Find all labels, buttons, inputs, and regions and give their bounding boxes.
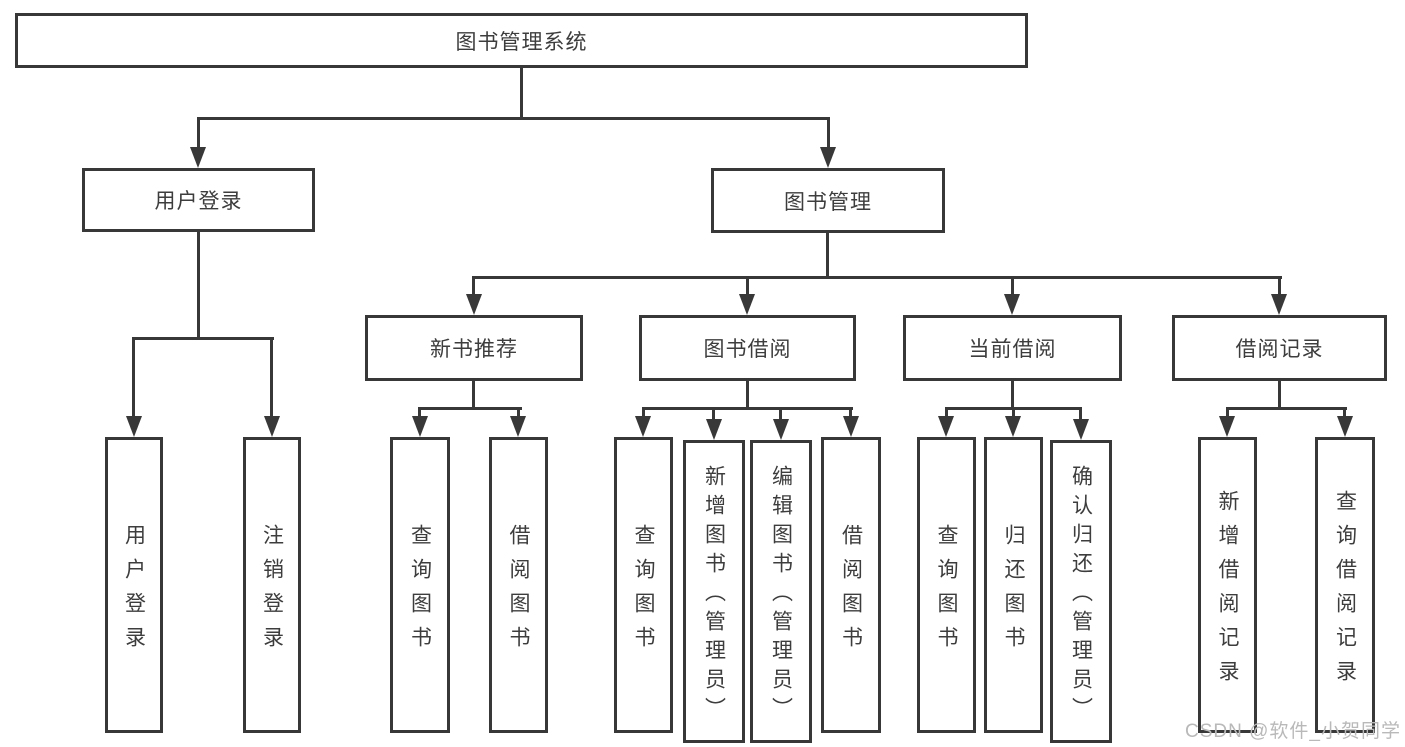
- leaf-logout: 注销登录: [243, 437, 301, 733]
- arrowhead-leaf-logout: [264, 416, 280, 437]
- node-user-login-label: 用户登录: [154, 190, 243, 213]
- connector-borrowing-split: [642, 407, 853, 410]
- leaf-query-book-recommend-label: 查询图书: [408, 523, 432, 660]
- arrowhead-add-record: [1219, 416, 1235, 437]
- leaf-edit-book-admin: 编辑图书（管理员）: [750, 440, 812, 743]
- arrowhead-add-book: [706, 419, 722, 440]
- leaf-query-book-borrowing-label: 查询图书: [632, 523, 655, 660]
- connector-drop-current-borrow: [1011, 276, 1014, 297]
- leaf-edit-book-admin-label: 编辑图书（管理员）: [769, 465, 793, 726]
- leaf-user-login-label: 用户登录: [122, 523, 146, 660]
- connector-drop-leaf-user-login: [132, 337, 135, 418]
- connector-drop-book-borrow: [746, 276, 749, 297]
- node-new-book-recommend-label: 新书推荐: [430, 338, 518, 361]
- leaf-borrow-book-recommend-label: 借阅图书: [507, 523, 530, 660]
- arrowhead-leaf-user-login: [126, 416, 142, 437]
- connector-record-split: [1226, 407, 1347, 410]
- arrowhead-edit-book: [773, 419, 789, 440]
- leaf-confirm-return-admin: 确认归还（管理员）: [1050, 440, 1112, 743]
- node-current-borrowing-label: 当前借阅: [968, 338, 1057, 361]
- connector-userlogin-split: [132, 337, 274, 340]
- leaf-logout-label: 注销登录: [260, 523, 284, 660]
- connector-drop-edit-book: [779, 407, 782, 421]
- connector-root-split: [197, 117, 830, 120]
- connector-borrowing-trunk: [746, 381, 749, 410]
- arrowhead-query-book-3: [938, 416, 954, 437]
- leaf-add-borrow-record: 新增借阅记录: [1198, 437, 1257, 733]
- leaf-return-book: 归还图书: [984, 437, 1043, 733]
- node-book-borrowing: 图书借阅: [639, 315, 856, 381]
- leaf-borrow-book-recommend: 借阅图书: [489, 437, 548, 733]
- arrowhead-book-management: [820, 147, 836, 168]
- connector-record-trunk: [1278, 381, 1281, 410]
- connector-drop-query-book-2: [642, 407, 645, 418]
- node-root-label: 图书管理系统: [455, 30, 588, 54]
- arrowhead-query-record: [1337, 416, 1353, 437]
- arrowhead-borrow-record: [1271, 294, 1287, 315]
- node-root: 图书管理系统: [15, 13, 1028, 68]
- node-current-borrowing: 当前借阅: [903, 315, 1122, 381]
- leaf-borrow-book-borrowing-label: 借阅图书: [839, 523, 863, 660]
- leaf-query-book-current: 查询图书: [917, 437, 976, 733]
- connector-drop-new-book: [472, 276, 475, 297]
- leaf-user-login: 用户登录: [105, 437, 163, 733]
- arrowhead-new-book: [466, 294, 482, 315]
- arrowhead-user-login: [190, 147, 206, 168]
- connector-drop-leaf-logout: [270, 337, 273, 418]
- connector-drop-user-login: [197, 117, 200, 149]
- connector-drop-confirm-return: [1079, 407, 1082, 421]
- node-book-management: 图书管理: [711, 168, 945, 233]
- connector-current-trunk: [1011, 381, 1014, 410]
- leaf-query-borrow-record: 查询借阅记录: [1315, 437, 1375, 733]
- arrowhead-borrow-book-2: [843, 416, 859, 437]
- leaf-borrow-book-borrowing: 借阅图书: [821, 437, 881, 733]
- node-borrowing-records: 借阅记录: [1172, 315, 1387, 381]
- arrowhead-query-book-1: [412, 416, 428, 437]
- node-borrowing-records-label: 借阅记录: [1235, 338, 1324, 361]
- connector-userlogin-trunk: [197, 232, 200, 340]
- leaf-add-book-admin-label: 新增图书（管理员）: [702, 465, 726, 726]
- leaf-add-borrow-record-label: 新增借阅记录: [1216, 489, 1239, 694]
- arrowhead-book-borrow: [739, 294, 755, 315]
- connector-drop-add-record: [1226, 407, 1229, 418]
- node-new-book-recommend: 新书推荐: [365, 315, 583, 381]
- leaf-query-book-borrowing: 查询图书: [614, 437, 673, 733]
- leaf-query-book-recommend: 查询图书: [390, 437, 450, 733]
- connector-drop-borrow-book-2: [849, 407, 852, 418]
- leaf-return-book-label: 归还图书: [1002, 523, 1025, 660]
- connector-drop-borrow-book-1: [517, 407, 520, 418]
- connector-bookmgmt-split: [472, 276, 1282, 279]
- connector-root-trunk: [520, 68, 523, 120]
- connector-bookmgmt-trunk: [826, 233, 829, 279]
- node-book-borrowing-label: 图书借阅: [703, 338, 792, 361]
- csdn-watermark: CSDN @软件_小贺同学: [1185, 721, 1401, 742]
- connector-drop-return-book: [1012, 407, 1015, 418]
- node-book-management-label: 图书管理: [784, 190, 872, 214]
- connector-drop-query-record: [1343, 407, 1346, 418]
- connector-drop-query-book-3: [945, 407, 948, 418]
- arrowhead-return-book: [1005, 416, 1021, 437]
- leaf-confirm-return-admin-label: 确认归还（管理员）: [1069, 465, 1093, 726]
- arrowhead-current-borrow: [1004, 294, 1020, 315]
- connector-newbook-trunk: [472, 381, 475, 410]
- connector-drop-add-book: [712, 407, 715, 421]
- connector-newbook-split: [418, 407, 522, 410]
- leaf-query-borrow-record-label: 查询借阅记录: [1333, 489, 1357, 694]
- leaf-add-book-admin: 新增图书（管理员）: [683, 440, 745, 743]
- connector-drop-borrow-record: [1278, 276, 1281, 297]
- connector-drop-book-management: [827, 117, 830, 149]
- arrowhead-query-book-2: [635, 416, 651, 437]
- arrowhead-confirm-return: [1073, 419, 1089, 440]
- node-user-login: 用户登录: [82, 168, 315, 232]
- leaf-query-book-current-label: 查询图书: [935, 523, 958, 660]
- connector-drop-query-book-1: [418, 407, 421, 418]
- arrowhead-borrow-book-1: [510, 416, 526, 437]
